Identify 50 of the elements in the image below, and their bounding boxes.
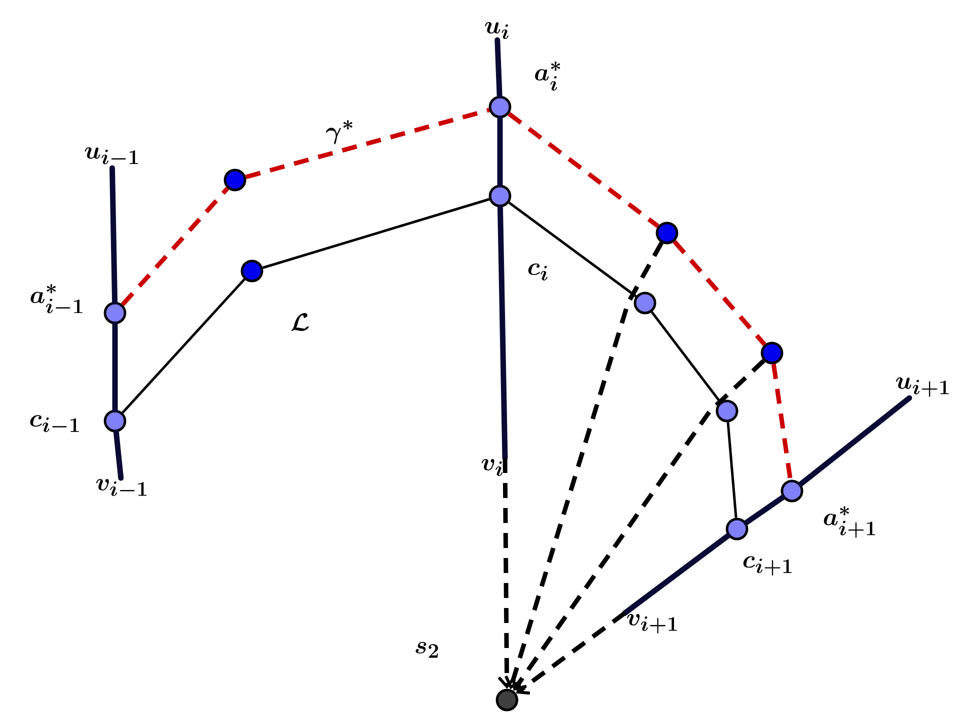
- line: [650, 311, 722, 403]
- point: [656, 222, 678, 244]
- segment-label: $v_i$: [482, 459, 502, 476]
- segment-label: $u_{i+1}$: [896, 377, 949, 397]
- line: [262, 198, 490, 269]
- point: [488, 184, 512, 208]
- line: [122, 278, 246, 414]
- point: [488, 96, 512, 118]
- line: [798, 395, 912, 487]
- arrow: [512, 359, 766, 691]
- line: [497, 204, 508, 461]
- line: [112, 322, 118, 412]
- path-label: $\mathcal{L}$: [291, 313, 309, 331]
- point: [104, 410, 126, 432]
- point: [780, 480, 804, 502]
- line: [771, 364, 793, 480]
- line: [672, 240, 766, 346]
- line: [494, 37, 502, 98]
- line: [508, 112, 660, 228]
- point-label: $a^*_{i+1}$: [824, 506, 876, 538]
- point-label: $c_{i+1}$: [743, 556, 792, 576]
- line: [109, 165, 118, 304]
- point: [104, 302, 126, 324]
- point: [726, 518, 748, 540]
- path-label: $s_2$: [416, 642, 438, 658]
- line: [744, 494, 786, 526]
- line: [726, 422, 738, 518]
- point-label: $c_{i-1}$: [30, 415, 79, 432]
- point: [240, 260, 264, 282]
- point: [224, 168, 246, 192]
- path-label: $c_i$: [528, 264, 548, 280]
- point-label: $a^*_{i-1}$: [30, 284, 82, 314]
- line: [120, 186, 230, 306]
- line: [622, 533, 731, 616]
- point: [496, 688, 518, 712]
- segment-label: $v_{i+1}$: [627, 614, 677, 634]
- arrow: [504, 242, 664, 690]
- point-label: $a^*_i$: [535, 62, 560, 91]
- line: [113, 429, 124, 481]
- point: [760, 342, 784, 364]
- point: [634, 292, 656, 314]
- segment-label: $u_{i-1}$: [84, 147, 138, 164]
- segment-label: $u_i$: [484, 22, 508, 39]
- arrow: [516, 611, 626, 695]
- edge-label: $\gamma^*$: [326, 120, 352, 144]
- segment-label: $v_{i-1}$: [96, 479, 146, 496]
- line: [508, 202, 637, 298]
- point: [716, 400, 738, 422]
- line: [245, 108, 490, 180]
- line: [497, 116, 503, 188]
